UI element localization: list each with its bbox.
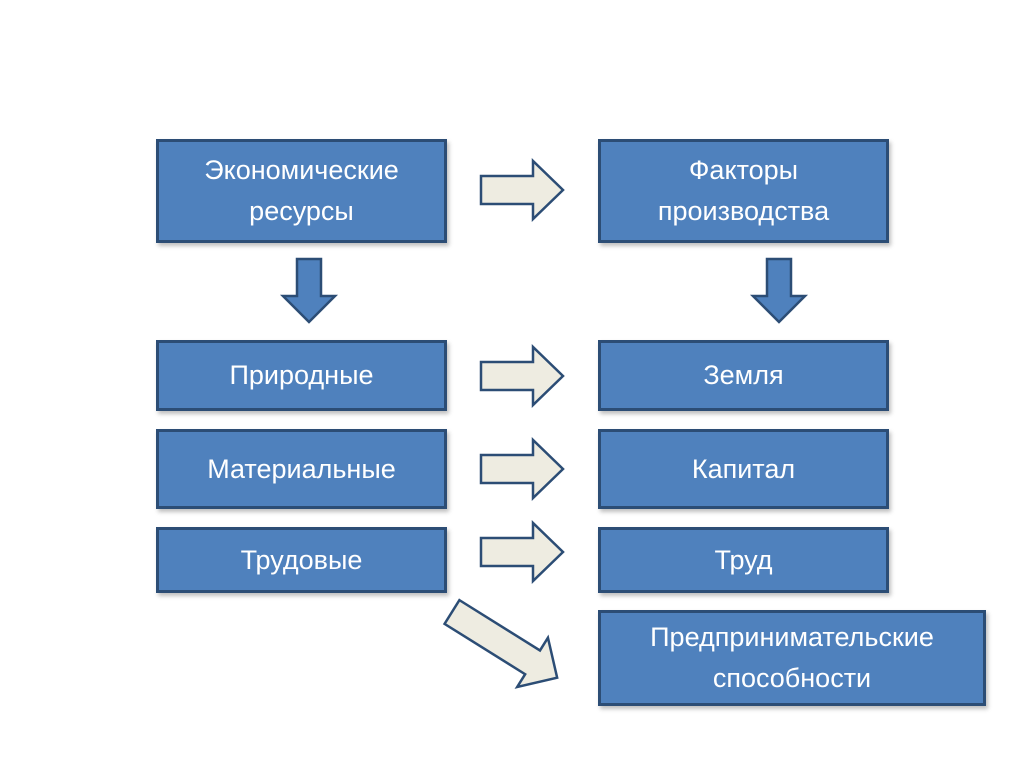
diagonal-arrow-icon [442,598,559,689]
right-arrow-econ-icon [479,158,565,222]
capital-factor-label: Капитал [691,453,796,484]
down-arrow-right-icon [749,257,809,324]
land-factor-label: Земля [703,360,784,390]
economic-resources-label: Экономические ресурсы [204,155,399,226]
work-factor-box: Труд [598,527,889,593]
material-resources-box: Материальные [156,429,447,509]
production-factors-box: Факторы производства [598,139,889,243]
natural-resources-box: Природные [156,340,447,411]
right-arrow-natural-icon [479,344,565,408]
economic-resources-box: Экономические ресурсы [156,139,447,243]
work-factor-label: Труд [714,544,773,575]
capital-factor-box: Капитал [598,429,889,509]
natural-resources-label: Природные [229,360,374,390]
right-arrow-material-icon [479,437,565,501]
production-factors-label: Факторы производства [657,155,830,226]
down-arrow-left-icon [279,257,339,324]
labor-resources-label: Трудовые [240,544,363,575]
right-arrow-labor-icon [479,520,565,584]
entrepreneurship-factor-label: Предпринимательские способности [650,622,934,693]
labor-resources-box: Трудовые [156,527,447,593]
material-resources-label: Материальные [207,453,396,484]
entrepreneurship-factor-box: Предпринимательские способности [598,610,986,706]
land-factor-box: Земля [598,340,889,411]
